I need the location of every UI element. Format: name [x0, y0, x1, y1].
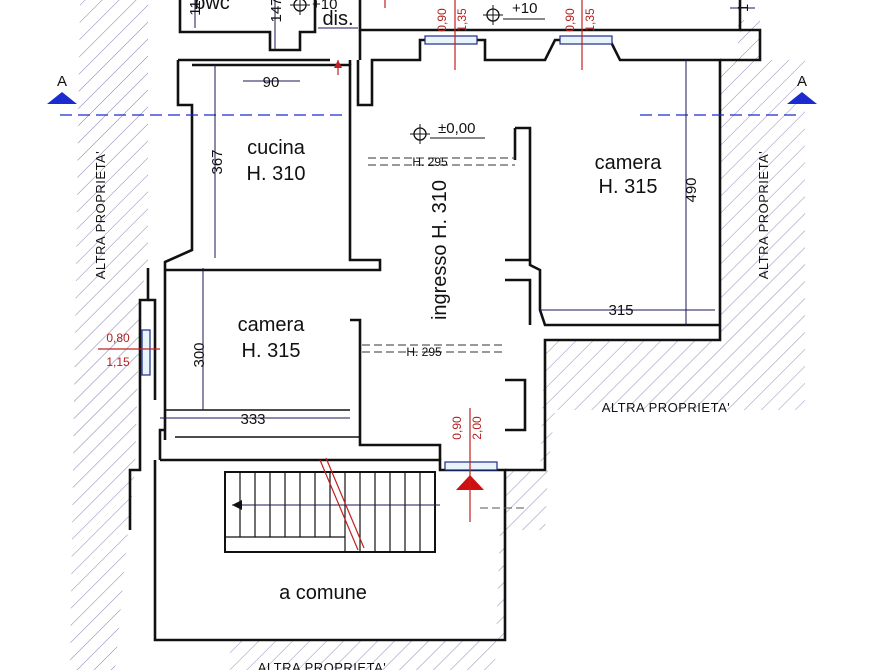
room-label-comune: a comune [279, 582, 367, 604]
room-height-camera-left: H. 315 [242, 340, 301, 362]
dim-300: 300 [191, 342, 208, 367]
room-label-ingresso: ingresso H. 310 [429, 180, 451, 320]
level-markers [290, 0, 545, 144]
dim-90: 90 [263, 74, 280, 91]
level-upper: +10 [512, 0, 537, 17]
section-line-a [47, 92, 817, 116]
windows [141, 35, 613, 471]
dim-11: 11 [187, 0, 204, 16]
dim-367: 367 [209, 149, 226, 174]
entrance-arrow [456, 465, 525, 522]
room-label-bwc: bwc [194, 0, 230, 14]
section-label-left: A [57, 73, 67, 90]
header-height-top: H. 295 [412, 155, 448, 169]
room-height-camera-right: H. 315 [599, 176, 658, 198]
level-entrance: ±0,00 [438, 120, 475, 137]
neighbor-label-bottom-right: ALTRA PROPRIETA' [602, 400, 730, 415]
opening-top-left-width: 0,90 [435, 8, 449, 32]
room-height-cucina: H. 310 [247, 163, 306, 185]
neighbor-hatch-areas [70, 0, 805, 670]
opening-top-left-height: 1,35 [455, 8, 469, 32]
dimension-lines [160, 0, 755, 419]
opening-door-height: 2,00 [470, 416, 484, 440]
opening-left-height: 1,15 [106, 355, 130, 369]
section-label-right: A [797, 73, 807, 90]
opening-top-right-width: 0,90 [563, 8, 577, 32]
opening-annotations [98, 0, 583, 465]
opening-left-width: 0,80 [106, 331, 130, 345]
dim-333: 333 [240, 411, 265, 428]
dim-315: 315 [608, 302, 633, 319]
exterior-walls [128, 0, 762, 642]
opening-door-width: 0,90 [450, 416, 464, 440]
dim-490: 490 [683, 177, 700, 202]
neighbor-label-left: ALTRA PROPRIETA' [93, 151, 108, 279]
neighbor-label-right: ALTRA PROPRIETA' [756, 151, 771, 279]
door-headers [362, 157, 515, 353]
room-label-cucina: cucina [247, 137, 306, 159]
room-label-camera-right: camera [595, 152, 663, 174]
level-dis: +10 [312, 0, 337, 13]
header-height-bottom: H. 295 [406, 345, 442, 359]
dim-147: 147 [268, 0, 285, 23]
opening-top-right-height: 1,35 [583, 8, 597, 32]
staircase [224, 457, 440, 553]
dim-1: 1 [735, 4, 752, 12]
interior-walls [158, 60, 720, 460]
room-label-camera-left: camera [238, 314, 306, 336]
room-label-dis: dis. [322, 8, 353, 30]
neighbor-label-bottom: ALTRA PROPRIETA' [258, 660, 386, 670]
